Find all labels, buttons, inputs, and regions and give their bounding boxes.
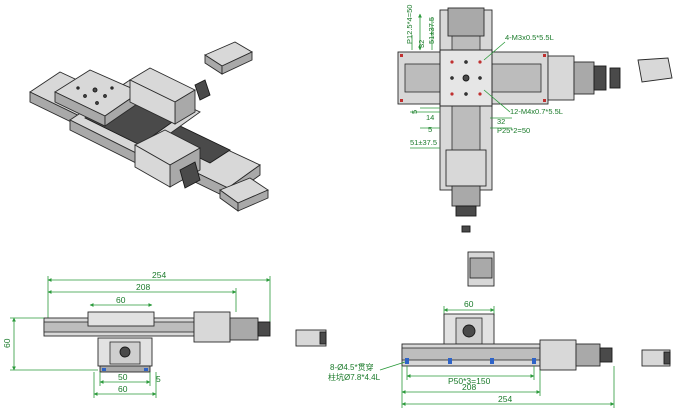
top-view: P12.5*4=50 32 51±37.5 14 5 5 51±37.5 4-M… — [397, 5, 673, 233]
thread-m3: 4-M3x0.5*5.5L — [505, 33, 554, 42]
hole-note-line2: 柱坑Ø7.8*4.4L — [328, 372, 381, 382]
dim-51-left-top: 51±37.5 — [427, 17, 436, 44]
dim-32-left: 32 — [417, 40, 426, 48]
side-dim-60-height: 60 — [2, 338, 12, 348]
side-dim-60-top: 60 — [116, 295, 126, 305]
dim-5-b: 5 — [428, 125, 432, 134]
dim-51-left-bottom: 51±37.5 — [410, 138, 437, 147]
dim-p25: P25*2=50 — [497, 126, 530, 135]
front-dim-208: 208 — [462, 382, 476, 392]
side-view: 254 208 60 60 50 5 60 — [2, 270, 327, 398]
front-dim-60-top: 60 — [464, 299, 474, 309]
isometric-stage-view — [29, 41, 269, 212]
front-dim-pitch: P50*3=150 — [448, 376, 491, 386]
hole-note-line1: 8-Ø4.5*贯穿 — [330, 362, 374, 372]
dim-p12-5: P12.5*4=50 — [405, 5, 414, 44]
front-dim-254: 254 — [498, 394, 512, 404]
side-dim-208: 208 — [136, 282, 150, 292]
side-dim-50: 50 — [118, 372, 128, 382]
front-view: 60 8-Ø4.5*贯穿 柱坑Ø7.8*4.4L P50*3=150 208 — [328, 251, 671, 408]
thread-m4: 12-M4x0.7*5.5L — [510, 107, 563, 116]
dim-5-a: 5 — [410, 110, 419, 114]
side-dim-5: 5 — [156, 374, 161, 384]
dim-32-right: 32 — [497, 117, 505, 126]
side-dim-254: 254 — [152, 270, 166, 280]
side-dim-60-bottom: 60 — [118, 384, 128, 394]
dim-14: 14 — [426, 113, 434, 122]
